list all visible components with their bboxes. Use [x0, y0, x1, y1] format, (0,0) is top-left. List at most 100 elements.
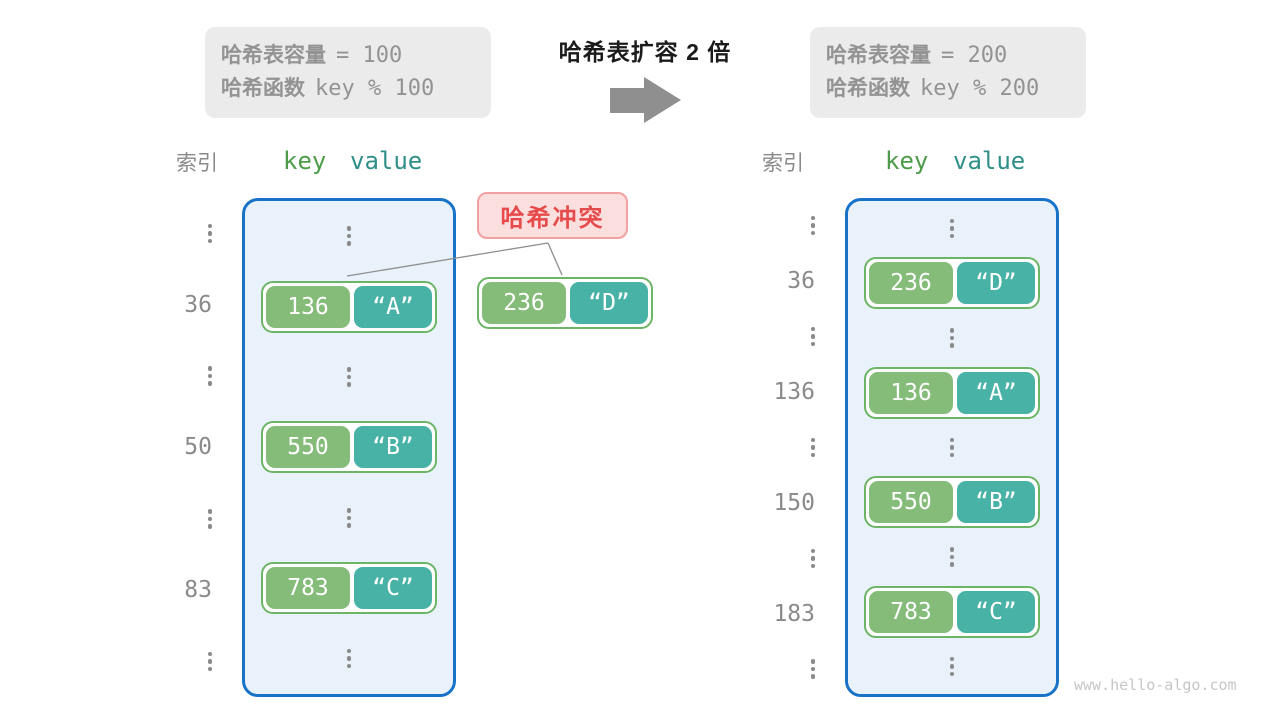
- left-index-header: 索引: [176, 152, 218, 175]
- ellipsis-dots: [810, 548, 815, 569]
- index-row: 136: [740, 364, 815, 419]
- index-row: [740, 420, 815, 475]
- index-row: [137, 626, 212, 697]
- key-value-pair: 783“C”: [864, 585, 1040, 638]
- capacity-line: 哈希表容量 = 100: [221, 39, 491, 72]
- value-cell: “C”: [957, 590, 1035, 633]
- key-cell: 550: [869, 481, 953, 524]
- value-cell: “A”: [354, 285, 432, 328]
- ellipsis-dots: [949, 437, 955, 458]
- row-index-label: 50: [184, 434, 212, 461]
- ellipsis-dots: [207, 223, 212, 244]
- table-row: 136“A”: [245, 271, 453, 341]
- table-row: 783“C”: [245, 553, 453, 623]
- expand-arrow-icon: [610, 77, 681, 123]
- index-row: 183: [740, 586, 815, 641]
- row-index-label: 136: [773, 379, 815, 406]
- left-value-header: value: [350, 147, 423, 175]
- ellipsis-dots: [949, 328, 955, 348]
- right-value-header: value: [953, 147, 1026, 175]
- right-capacity-info-box: 哈希表容量= 200 哈希函数 key % 200: [810, 27, 1086, 118]
- watermark: www.hello-algo.com: [1074, 676, 1237, 694]
- table-row: [245, 201, 453, 271]
- right-index-column: 36 136 150 183: [740, 198, 815, 697]
- key-cell: 136: [869, 371, 953, 414]
- arrow-body: [610, 87, 644, 113]
- right-index-header: 索引: [762, 152, 804, 175]
- hash-function-value: key % 200: [920, 76, 1040, 101]
- ellipsis-dots: [810, 437, 815, 458]
- index-row: 36: [137, 269, 212, 340]
- index-row: [137, 198, 212, 269]
- value-cell: “B”: [354, 426, 432, 469]
- capacity-label: 哈希表容量: [221, 44, 326, 67]
- capacity-line: 哈希表容量= 200: [826, 39, 1086, 72]
- row-index-label: 150: [773, 489, 815, 516]
- ellipsis-dots: [207, 366, 212, 386]
- table-row: [245, 624, 453, 694]
- index-row: 83: [137, 554, 212, 625]
- collision-badge-label: 哈希冲突: [500, 205, 605, 232]
- ellipsis-dots: [346, 226, 352, 246]
- row-index-label: 83: [184, 577, 212, 604]
- key-cell: 236: [482, 282, 566, 324]
- diagram-title: 哈希表扩容 2 倍: [558, 39, 732, 65]
- index-row: 50: [137, 412, 212, 483]
- left-capacity-info-box: 哈希表容量 = 100 哈希函数 key % 100: [205, 27, 491, 118]
- table-row: [848, 530, 1056, 585]
- right-hash-table: 236“D” 136“A” 550“B” 783“C”: [845, 198, 1059, 697]
- index-row: [137, 341, 212, 412]
- key-value-pair: 550“B”: [261, 421, 437, 474]
- table-row: 550“B”: [245, 412, 453, 482]
- table-row: [245, 483, 453, 553]
- hash-function-label: 哈希函数: [826, 77, 910, 100]
- table-row: 783“C”: [848, 584, 1056, 639]
- key-value-pair: 783“C”: [261, 562, 437, 615]
- ellipsis-dots: [949, 547, 955, 567]
- index-row: [740, 309, 815, 364]
- value-cell: “A”: [957, 371, 1035, 414]
- ellipsis-dots: [949, 656, 955, 677]
- ellipsis-dots: [810, 215, 815, 236]
- key-value-pair: 550“B”: [864, 476, 1040, 529]
- collision-badge: 哈希冲突: [477, 192, 628, 239]
- hash-function-line: 哈希函数 key % 200: [826, 72, 1086, 105]
- key-cell: 236: [869, 262, 953, 305]
- key-value-pair: 236“D”: [864, 257, 1040, 310]
- ellipsis-dots: [346, 508, 352, 528]
- capacity-value: = 100: [336, 43, 403, 68]
- ellipsis-dots: [207, 509, 212, 529]
- hash-function-value: key % 100: [315, 76, 435, 101]
- index-row: [137, 483, 212, 554]
- row-index-label: 36: [184, 291, 212, 318]
- key-cell: 783: [266, 567, 350, 610]
- table-row: 550“B”: [848, 475, 1056, 530]
- ellipsis-dots: [949, 218, 955, 239]
- table-row: [848, 311, 1056, 366]
- hash-function-label: 哈希函数: [221, 77, 305, 100]
- hash-function-line: 哈希函数 key % 100: [221, 72, 491, 105]
- left-index-column: 36 50 83: [137, 198, 212, 697]
- colliding-pair-slot: 236“D”: [477, 277, 653, 329]
- right-key-header: key: [885, 147, 929, 175]
- key-value-pair: 136“A”: [261, 280, 437, 333]
- table-row: 136“A”: [848, 365, 1056, 420]
- row-index-label: 183: [773, 600, 815, 627]
- value-cell: “D”: [570, 282, 648, 324]
- value-cell: “D”: [957, 262, 1035, 305]
- index-row: [740, 531, 815, 586]
- key-cell: 136: [266, 285, 350, 328]
- ellipsis-dots: [346, 367, 352, 387]
- value-cell: “B”: [957, 481, 1035, 524]
- left-hash-table: 136“A” 550“B” 783“C”: [242, 198, 456, 697]
- index-row: 150: [740, 475, 815, 530]
- table-row: [848, 201, 1056, 256]
- left-key-header: key: [283, 147, 327, 175]
- table-row: [848, 420, 1056, 475]
- ellipsis-dots: [207, 651, 212, 672]
- row-index-label: 36: [787, 268, 815, 295]
- arrow-head: [644, 77, 681, 123]
- table-row: 236“D”: [848, 256, 1056, 311]
- ellipsis-dots: [810, 659, 815, 679]
